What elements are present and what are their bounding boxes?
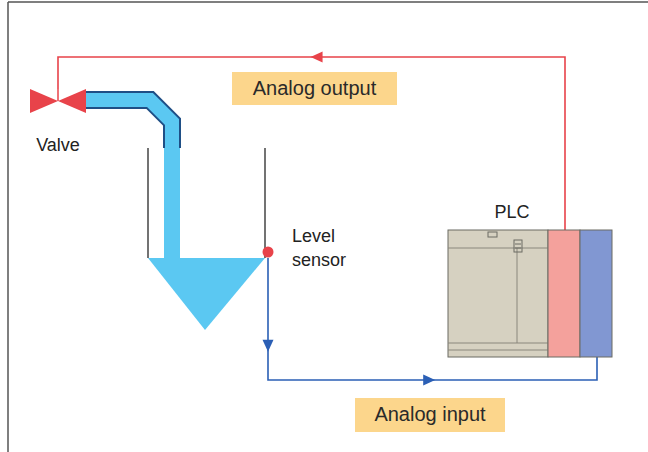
plc-line bbox=[448, 350, 548, 351]
plc-line bbox=[448, 343, 548, 344]
tank-wall bbox=[264, 148, 266, 258]
plc-icon bbox=[514, 240, 522, 252]
input-module bbox=[580, 230, 612, 357]
liquid-stream bbox=[164, 146, 180, 260]
valve-half bbox=[58, 89, 86, 113]
pipe-fill bbox=[84, 100, 172, 149]
sensor-dot bbox=[263, 247, 274, 258]
valve-half bbox=[30, 89, 58, 113]
signal-label: Analog input bbox=[355, 398, 505, 432]
level-sensor: Level sensor bbox=[262, 246, 274, 258]
node-label: Valve bbox=[36, 133, 80, 157]
valve-stem bbox=[57, 89, 59, 101]
arrow-head bbox=[263, 340, 274, 352]
plc-device: PLC bbox=[448, 230, 612, 357]
plc-icon bbox=[515, 248, 521, 249]
tank-wall bbox=[147, 148, 149, 258]
signal-line bbox=[58, 52, 565, 231]
plc-body bbox=[448, 230, 548, 357]
frame-top bbox=[8, 1, 648, 3]
plc-icon bbox=[515, 244, 521, 245]
plc-device-shape bbox=[448, 230, 612, 357]
arrow-head bbox=[311, 52, 323, 63]
output-module bbox=[548, 230, 580, 357]
signal-label: Analog output bbox=[232, 72, 397, 105]
frame-left bbox=[7, 2, 9, 452]
arrow-head bbox=[423, 375, 435, 386]
plc-line bbox=[448, 248, 548, 249]
signal-wire bbox=[58, 57, 565, 230]
node-label: PLC bbox=[494, 200, 529, 224]
level-sensor-shape bbox=[262, 246, 274, 258]
valve-symbol: Valve bbox=[30, 89, 86, 113]
valve-symbol-shape bbox=[30, 89, 86, 113]
plc-line bbox=[517, 248, 518, 343]
tank-liquid bbox=[148, 258, 265, 330]
node-label: Level sensor bbox=[292, 224, 376, 272]
plc-tab bbox=[488, 232, 497, 237]
